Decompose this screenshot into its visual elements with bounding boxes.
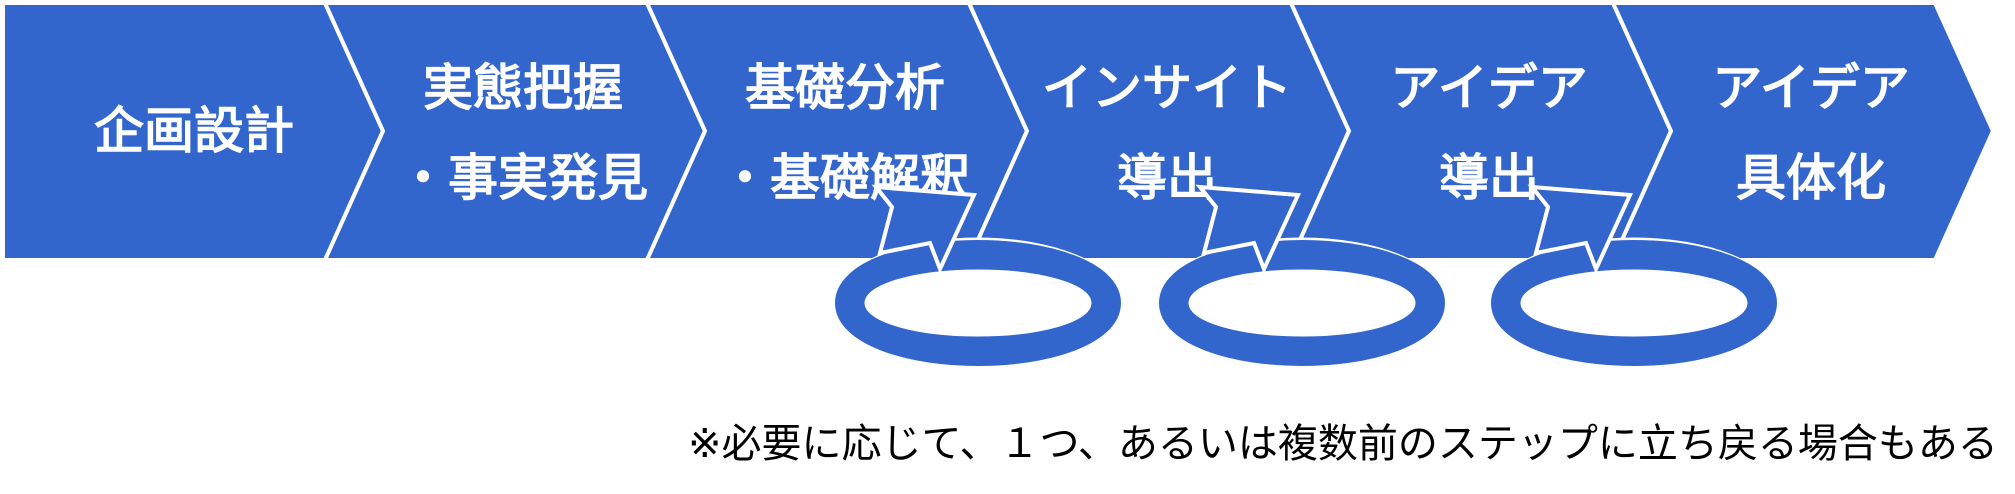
- chevron-shape: [643, 1, 1030, 262]
- ring-inner-outline: [864, 269, 1092, 337]
- ring-outline: [832, 237, 1124, 369]
- ring-band: [835, 240, 1121, 366]
- chevron-shape: [1609, 1, 1996, 262]
- ring-outline: [1488, 237, 1780, 369]
- step-label-line: 実態把握: [423, 59, 623, 117]
- circular-return-arrow-icon: [1195, 184, 1302, 275]
- circular-return-arrow-icon: [871, 184, 978, 275]
- step-label-line: ・事実発見: [398, 149, 648, 207]
- step-label-line: インサイト: [1042, 59, 1292, 117]
- circular-return-arrow-icon: [1527, 184, 1634, 275]
- step-label-line: アイデア: [1390, 59, 1588, 117]
- footnote: ※必要に応じて、１つ、あるいは複数前のステップに立ち戻る場合もある: [688, 421, 1998, 467]
- process-step-3: 基礎分析・基礎解釈: [643, 1, 1030, 262]
- process-step-2: 実態把握・事実発見: [321, 1, 708, 262]
- ring-outline: [1156, 237, 1448, 369]
- chevron-shape: [321, 1, 708, 262]
- process-step-1: 企画設計: [1, 1, 386, 262]
- chevron-shape: [965, 1, 1352, 262]
- process-steps: 企画設計実態把握・事実発見基礎分析・基礎解釈インサイト導出アイデア導出アイデア具…: [1, 1, 1996, 262]
- loop-arrow-2: [1156, 184, 1448, 369]
- step-label-line: 企画設計: [94, 102, 294, 160]
- ring-inner-outline: [1520, 269, 1748, 337]
- loop-arrow-3: [1488, 184, 1780, 369]
- loop-arrows: [832, 184, 1780, 369]
- loop-arrow-1: [832, 184, 1124, 369]
- ring-band: [1159, 240, 1445, 366]
- step-label-line: 導出: [1439, 149, 1539, 207]
- ring-band: [1491, 240, 1777, 366]
- step-label-line: アイデア: [1712, 59, 1910, 117]
- step-label-line: 導出: [1117, 149, 1217, 207]
- step-label-line: 基礎分析: [745, 59, 945, 117]
- ring-inner-outline: [1188, 269, 1416, 337]
- step-label-line: 具体化: [1736, 149, 1886, 207]
